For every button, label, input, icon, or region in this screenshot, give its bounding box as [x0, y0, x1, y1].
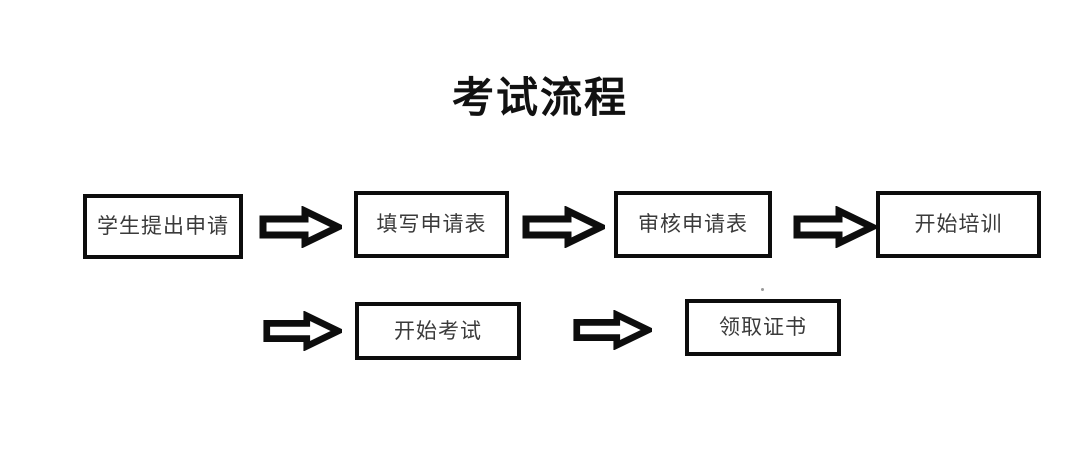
flow-arrow-icon [572, 310, 652, 350]
process-node-label: 开始考试 [394, 318, 482, 343]
flow-arrow-icon [792, 206, 876, 248]
flow-arrow-icon [258, 206, 342, 248]
flow-arrow-icon [262, 311, 342, 351]
process-node-collect-certificate[interactable]: 领取证书 [685, 299, 841, 356]
process-node-review-form[interactable]: 审核申请表 [614, 191, 772, 258]
process-node-label: 审核申请表 [638, 212, 748, 236]
process-node-fill-form[interactable]: 填写申请表 [354, 191, 509, 258]
process-node-label: 领取证书 [719, 315, 807, 339]
image-artifact-speck [761, 288, 764, 291]
process-node-label: 学生提出申请 [97, 214, 229, 238]
process-node-start-training[interactable]: 开始培训 [876, 191, 1041, 258]
process-node-label: 开始培训 [914, 212, 1003, 236]
flow-arrow-icon [521, 206, 605, 248]
process-node-student-application[interactable]: 学生提出申请 [83, 194, 243, 259]
process-node-start-exam[interactable]: 开始考试 [355, 302, 521, 360]
process-node-label: 填写申请表 [376, 212, 487, 236]
page-title: 考试流程 [451, 73, 628, 122]
